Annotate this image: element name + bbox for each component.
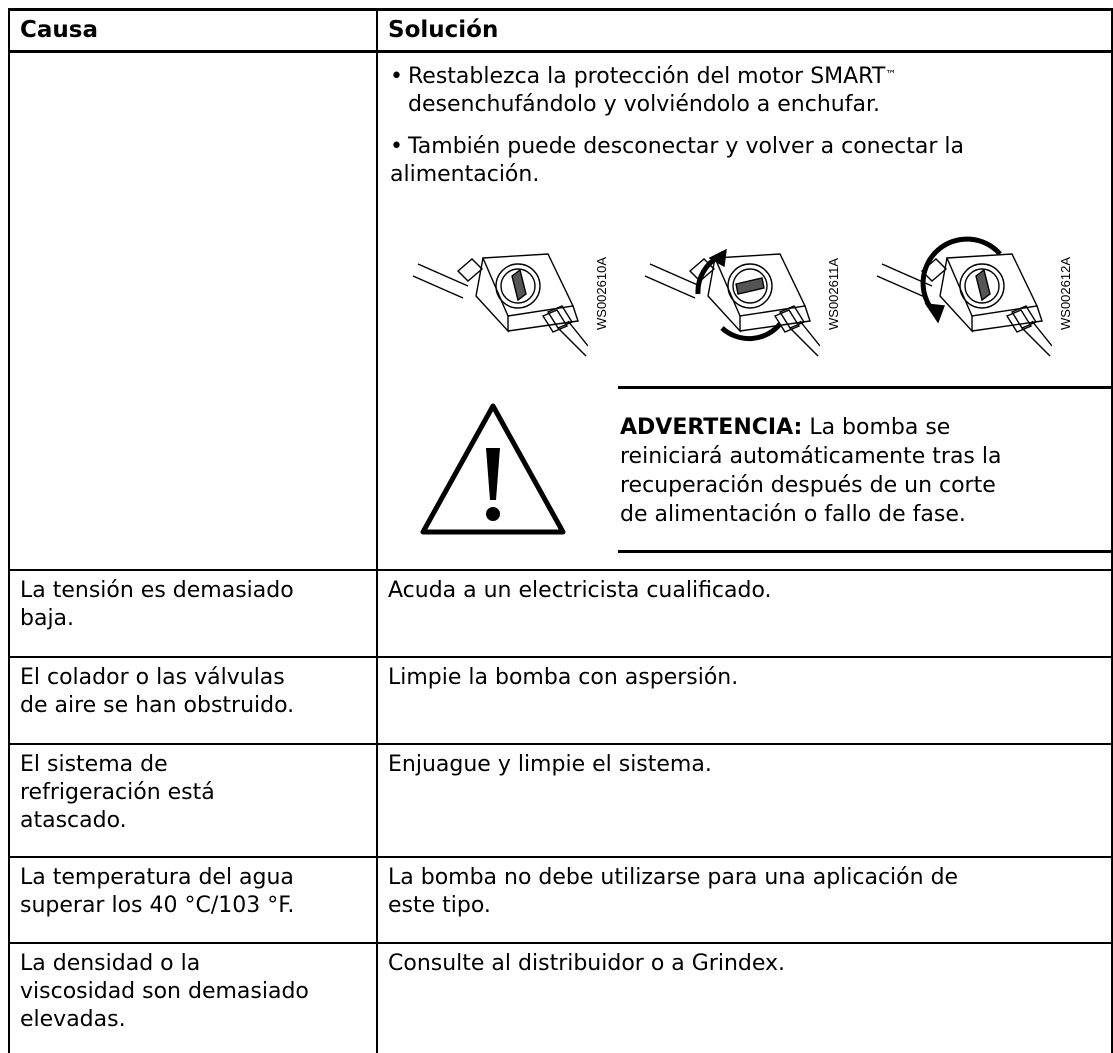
column-divider (376, 8, 378, 1053)
cause-line: La temperatura del agua (20, 865, 294, 890)
row-divider (8, 942, 1113, 944)
table-right-rule (1111, 8, 1113, 1053)
warning-title: ADVERTENCIA: (620, 415, 803, 440)
row-cause: La temperatura del agua superar los 40 °… (20, 864, 294, 920)
troubleshooting-table: Causa Solución • Restablezca la protecci… (8, 8, 1113, 1053)
row-cause: El colador o las válvulas de aire se han… (20, 664, 294, 720)
cause-line: El sistema de (20, 752, 168, 777)
cause-line: refrigeración está (20, 780, 215, 805)
warning-text: ADVERTENCIA: La bomba se reiniciará auto… (620, 413, 1110, 529)
cause-line: viscosidad son demasiado (20, 979, 309, 1004)
cause-line: atascado. (20, 808, 127, 833)
switch-off-icon (412, 253, 588, 357)
row-divider (8, 569, 1113, 571)
solution-line: Consulte al distribuidor o a Grindex. (388, 951, 786, 976)
warning-top-rule (618, 386, 1113, 389)
warning-bottom-rule (618, 550, 1113, 553)
solution-line: Limpie la bomba con aspersión. (388, 665, 739, 690)
cause-line: elevadas. (20, 1007, 126, 1032)
row-divider (8, 656, 1113, 658)
bullet-text: alimentación. (390, 162, 540, 187)
row-solution: Consulte al distribuidor o a Grindex. (388, 950, 785, 978)
table-left-rule (8, 8, 10, 1053)
row-divider (8, 856, 1113, 858)
trademark-symbol: ™ (885, 68, 897, 81)
bullet-text: Restablezca la protección del motor SMAR… (408, 64, 886, 89)
solution-line: La bomba no debe utilizarse para una apl… (388, 865, 959, 890)
cause-line: baja. (20, 606, 75, 631)
cause-line: La densidad o la (20, 951, 201, 976)
cause-line: El colador o las válvulas (20, 665, 285, 690)
row-solution: Acuda a un electricista cualificado. (388, 577, 772, 605)
bullet-text: También puede desconectar y volver a con… (408, 134, 964, 159)
warning-line: reiniciará automáticamente tras la (620, 444, 1002, 469)
switch-rotate-cw-icon (644, 248, 820, 357)
solution-line: este tipo. (388, 893, 491, 918)
row-cause: El sistema de refrigeración está atascad… (20, 751, 215, 835)
row-cause: La tensión es demasiado baja. (20, 577, 294, 633)
bullet-item: • También puede desconectar y volver a c… (390, 133, 1110, 189)
switch-rotate-ccw-icon (876, 236, 1052, 357)
solution-line: Enjuague y limpie el sistema. (388, 752, 712, 777)
warning-triangle-icon (420, 403, 566, 535)
figure-label: WS002610A (594, 257, 609, 330)
header-bottom-rule (8, 50, 1113, 53)
row-solution: La bomba no debe utilizarse para una apl… (388, 864, 958, 920)
cause-line: superar los 40 °C/103 °F. (20, 893, 295, 918)
row-divider (8, 743, 1113, 745)
solution-line: Acuda a un electricista cualificado. (388, 578, 772, 603)
warning-line: La bomba se (809, 415, 951, 440)
cause-line: La tensión es demasiado (20, 578, 294, 603)
row-cause: La densidad o la viscosidad son demasiad… (20, 950, 309, 1034)
warning-line: de alimentación o fallo de fase. (620, 502, 966, 527)
header-solution: Solución (388, 17, 499, 43)
bullet-item: • Restablezca la protección del motor SM… (390, 63, 1110, 119)
table-top-rule (8, 8, 1113, 11)
bullet-text: desenchufándolo y volviéndolo a enchufar… (408, 92, 880, 117)
row-solution: Enjuague y limpie el sistema. (388, 751, 712, 779)
figure-label: WS002611A (826, 257, 841, 330)
header-cause: Causa (20, 17, 98, 43)
cause-line: de aire se han obstruido. (20, 693, 295, 718)
warning-line: recuperación después de un corte (620, 473, 996, 498)
row-solution: Limpie la bomba con aspersión. (388, 664, 738, 692)
figure-label: WS002612A (1058, 257, 1073, 330)
